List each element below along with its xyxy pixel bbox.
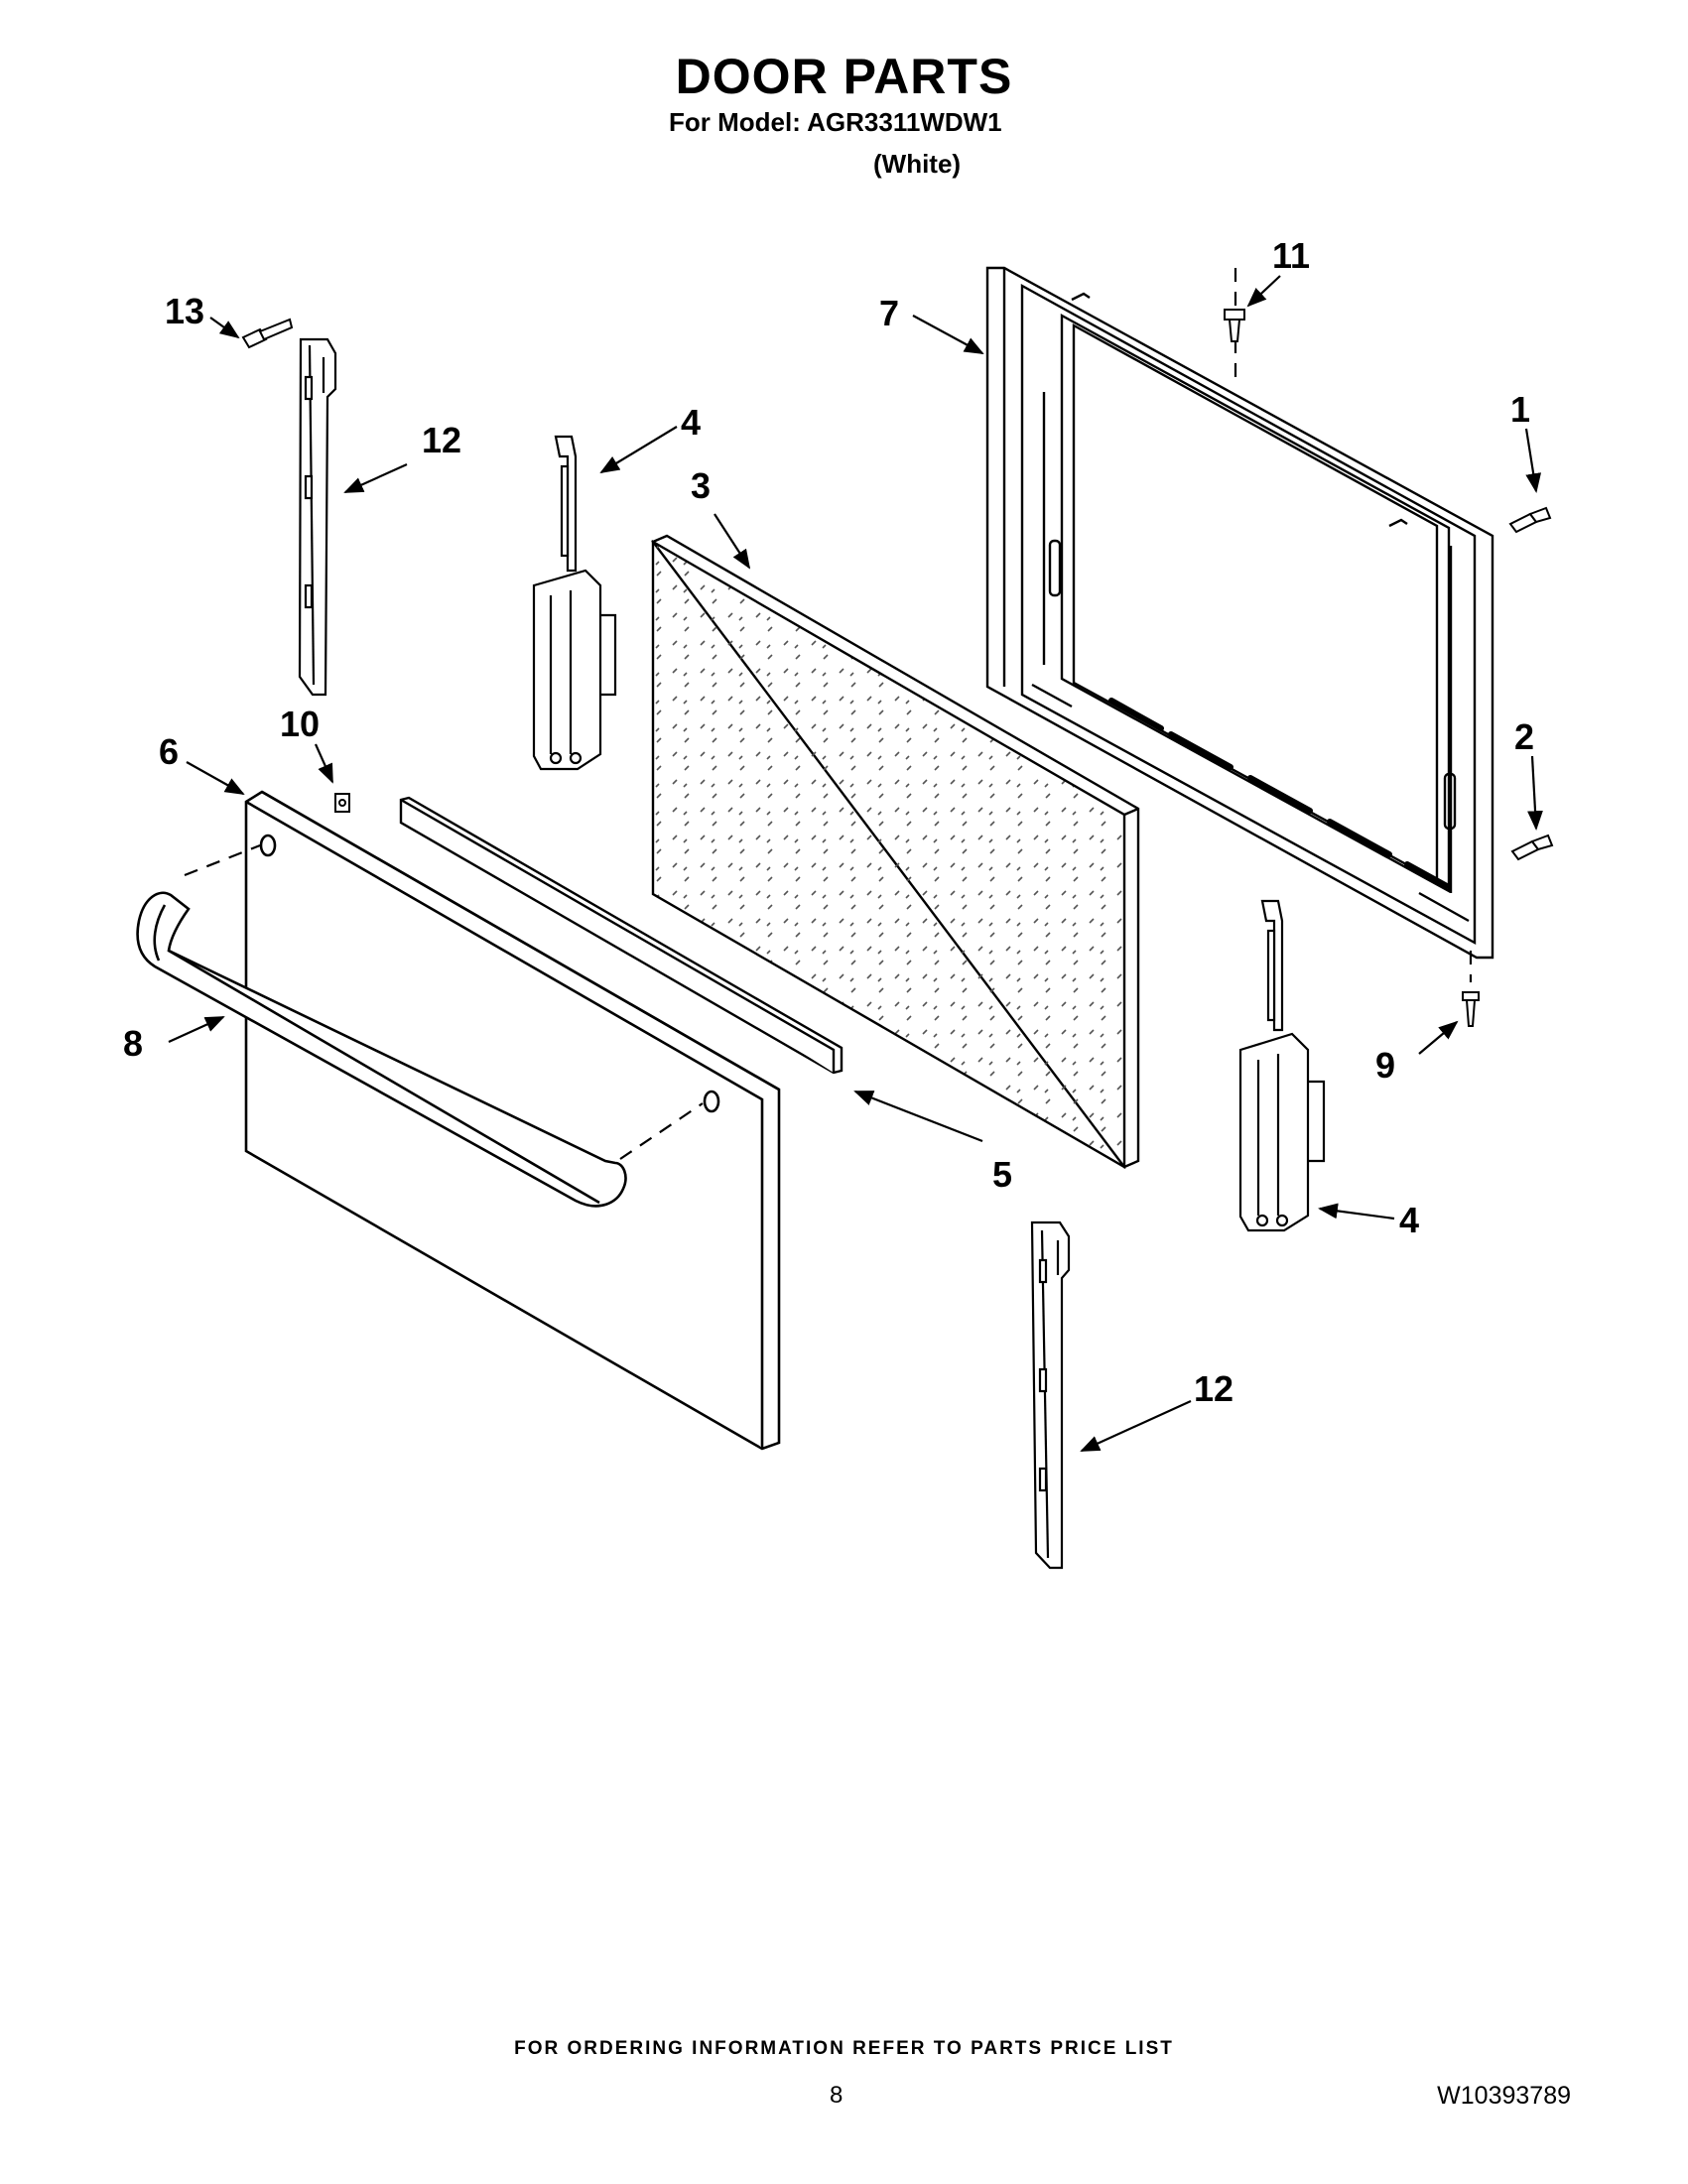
screw-part-1 <box>1508 506 1552 534</box>
door-clip <box>334 793 350 813</box>
screw-part-9 <box>1462 991 1480 1027</box>
callout-2: 2 <box>1514 716 1534 757</box>
screw-part-2 <box>1510 834 1554 861</box>
leader-9 <box>1418 1020 1459 1055</box>
callout-3: 3 <box>691 465 711 506</box>
callout-9: 9 <box>1375 1045 1395 1086</box>
leader-10 <box>314 743 334 784</box>
leader-7 <box>912 315 984 354</box>
callout-12-upper: 12 <box>422 420 461 460</box>
callout-13: 13 <box>165 291 204 331</box>
callout-6: 6 <box>159 731 179 772</box>
door-hinge-upper <box>532 435 617 771</box>
leader-4-upper <box>599 426 678 474</box>
callout-10: 10 <box>280 704 320 744</box>
leader-3 <box>714 513 751 570</box>
leader-12-upper <box>343 462 408 494</box>
leader-1 <box>1524 428 1542 493</box>
leader-12-lower <box>1080 1399 1192 1453</box>
leader-6 <box>186 761 245 795</box>
leader-5 <box>853 1090 983 1143</box>
callout-11: 11 <box>1272 235 1310 276</box>
callout-8: 8 <box>123 1023 143 1064</box>
callout-5: 5 <box>992 1154 1012 1195</box>
leader-4-lower <box>1318 1203 1395 1220</box>
leader-11 <box>1246 275 1281 308</box>
leader-2 <box>1527 755 1543 831</box>
door-insulation-panel <box>651 534 1140 1170</box>
leader-13 <box>209 317 240 339</box>
leader-8 <box>168 1015 225 1044</box>
inner-door-frame <box>985 266 1494 960</box>
color-line: (White) <box>873 149 962 179</box>
door-hinge-lower <box>1238 899 1326 1232</box>
callout-1: 1 <box>1510 389 1530 430</box>
callout-12-lower: 12 <box>1194 1368 1234 1409</box>
callout-4-lower: 4 <box>1399 1200 1419 1240</box>
screw-part-13 <box>241 318 294 349</box>
screw-part-11 <box>1224 309 1245 342</box>
ordering-note: FOR ORDERING INFORMATION REFER TO PARTS … <box>514 2038 1174 2059</box>
door-handle <box>136 891 627 1208</box>
callout-7: 7 <box>879 293 899 333</box>
door-channel-upper <box>298 337 337 697</box>
page-number: 8 <box>830 2082 844 2109</box>
door-trim-strip <box>399 796 844 1075</box>
page-title: DOOR PARTS <box>675 49 1013 104</box>
door-channel-lower <box>1030 1220 1071 1570</box>
model-line: For Model: AGR3311WDW1 <box>669 107 1002 137</box>
document-number: W10393789 <box>1437 2082 1571 2110</box>
callout-4-upper: 4 <box>681 402 701 443</box>
